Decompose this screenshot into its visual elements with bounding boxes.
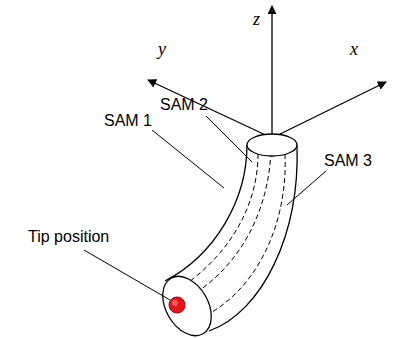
axis-label: x	[350, 40, 358, 60]
tube-edge	[209, 145, 297, 331]
part-label: SAM 1	[104, 112, 152, 130]
axis-label: z	[253, 10, 260, 30]
axis-label: y	[158, 40, 166, 60]
leader-line	[287, 171, 326, 205]
z-axis	[271, 6, 272, 138]
sam-1-actuator	[179, 154, 258, 289]
leader-line	[152, 130, 224, 188]
tube-tip-end	[153, 268, 221, 338]
part-label: SAM 2	[160, 96, 208, 114]
part-label: SAM 3	[324, 152, 372, 170]
sam-3-actuator	[201, 154, 285, 318]
tube-fill	[165, 145, 297, 331]
tip-marker-highlight	[172, 300, 178, 306]
tube-edge	[165, 145, 247, 281]
tip-marker	[169, 297, 185, 313]
tube-base-end	[247, 134, 297, 156]
x-axis	[272, 82, 386, 138]
sam-2-actuator	[191, 136, 271, 296]
part-label: Tip position	[28, 228, 109, 246]
leader-line	[84, 250, 170, 300]
leader-line	[206, 116, 252, 162]
y-axis	[148, 80, 272, 138]
